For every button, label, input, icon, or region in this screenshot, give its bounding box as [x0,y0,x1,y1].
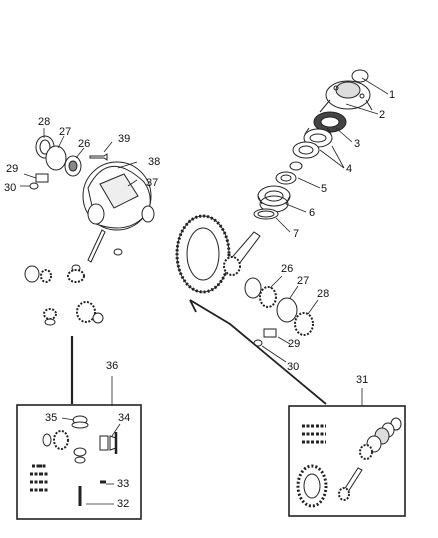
pinion-flange [319,69,373,113]
leader-lines-right [275,77,389,233]
kit-box-31 [288,405,406,517]
callout-29-right: 29 [288,338,301,350]
ring-gear [175,214,231,294]
callout-34: 34 [118,412,131,424]
leader-lines-lower-right [261,275,319,363]
collapsible-spacer [275,161,303,185]
callout-30-left: 30 [4,182,17,194]
differential-case [82,161,155,231]
left-race [45,145,67,171]
callout-6: 6 [309,207,316,219]
pinion-bearing-inner [257,185,291,213]
callout-3: 3 [354,138,361,150]
callout-35: 35 [45,412,58,424]
kit-connectors [70,299,327,405]
pinion-shim [253,208,279,220]
callout-5: 5 [321,183,328,195]
callout-27-left: 27 [59,126,72,138]
right-bearing-group [244,277,314,347]
callout-37: 37 [146,177,159,189]
callout-27-right: 27 [297,275,310,287]
kit-36-parts [30,415,118,506]
callout-26-left: 26 [78,138,91,150]
callout-26-right: 26 [281,263,294,275]
dowel-30-left [29,182,39,190]
bolt-39 [89,153,108,161]
side-gears [24,264,104,326]
callout-39: 39 [118,133,131,145]
callout-2: 2 [379,109,386,121]
left-bearing [64,155,82,177]
callout-28-right: 28 [317,288,330,300]
callout-32: 32 [117,498,130,510]
callout-29-left: 29 [6,163,19,175]
cross-shaft [87,229,123,263]
kit-box-36 [16,404,142,520]
callout-38: 38 [148,156,161,168]
drive-pinion [223,231,261,276]
callout-4: 4 [346,163,353,175]
kit-31-parts [296,417,402,508]
pinion-cup [292,141,320,159]
callout-28-left: 28 [38,116,51,128]
callout-31: 31 [356,374,369,386]
shim-29-left [35,173,49,183]
pinion-seal [313,111,347,133]
callout-7: 7 [293,228,300,240]
leader-lines-left [20,128,138,187]
callout-33: 33 [117,478,130,490]
callout-1: 1 [389,89,396,101]
leader-lines-box36 [61,376,121,505]
callout-30-right: 30 [287,361,300,373]
callout-36: 36 [106,360,119,372]
